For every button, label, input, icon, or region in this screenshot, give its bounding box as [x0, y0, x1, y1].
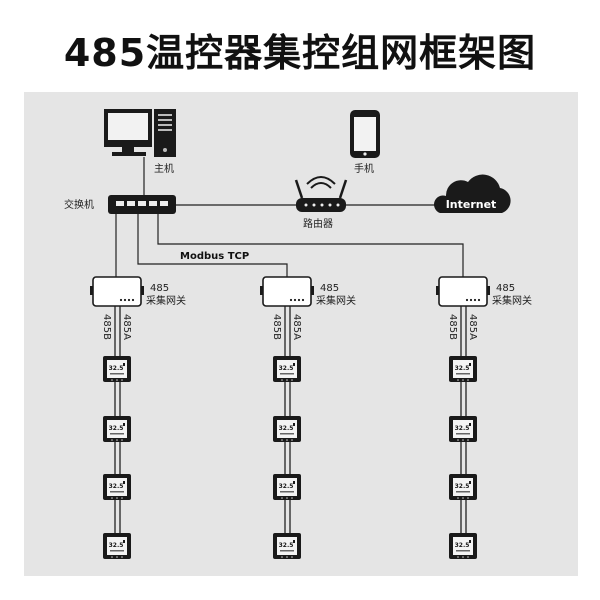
gateway-label-485: 485 — [150, 283, 169, 294]
internet-label: Internet — [446, 198, 497, 211]
network-diagram: 主机 手机 交换机 路由器 Internet Modbus TCP 485采集网… — [64, 109, 532, 559]
thermostat-reading: 32.5 — [455, 365, 470, 372]
bus-485b-label: 485B — [271, 314, 282, 340]
thermostat-reading: 32.5 — [279, 425, 294, 432]
thermostat-reading: 32.5 — [455, 542, 470, 549]
thermostat-icon: 32.5 — [273, 356, 301, 382]
gateway-icon — [436, 276, 490, 307]
phone-icon — [350, 110, 380, 158]
thermostat-reading: 32.5 — [109, 425, 124, 432]
thermostat-icon: 32.5 — [273, 533, 301, 559]
gateway-label-485: 485 — [496, 283, 515, 294]
thermostat-reading: 32.5 — [455, 483, 470, 490]
thermostat-icon: 32.5 — [449, 356, 477, 382]
router-icon — [294, 176, 348, 212]
gateway-label-485: 485 — [320, 283, 339, 294]
switch-icon — [108, 195, 176, 214]
thermostat-reading: 32.5 — [279, 365, 294, 372]
gateway-label-name: 采集网关 — [316, 294, 356, 307]
thermostat-icon: 32.5 — [449, 474, 477, 500]
thermostat-reading: 32.5 — [279, 542, 294, 549]
bus-485a-label: 485A — [291, 314, 302, 340]
switch-to-gateway-2-line — [137, 214, 288, 277]
gateway-icon — [260, 276, 314, 307]
phone-label: 手机 — [354, 162, 374, 175]
thermostat-icon: 32.5 — [273, 416, 301, 442]
host-label: 主机 — [154, 162, 174, 175]
gateway-label-name: 采集网关 — [146, 294, 186, 307]
internet-cloud-icon — [433, 174, 511, 213]
thermostat-reading: 32.5 — [455, 425, 470, 432]
switch-label: 交换机 — [64, 198, 94, 211]
bus-485a-label: 485A — [467, 314, 478, 340]
thermostat-reading: 32.5 — [109, 542, 124, 549]
thermostat-icon: 32.5 — [449, 533, 477, 559]
connections — [115, 157, 464, 277]
thermostat-reading: 32.5 — [109, 483, 124, 490]
thermostat-icon: 32.5 — [273, 474, 301, 500]
thermostat-icon: 32.5 — [103, 474, 131, 500]
router-label: 路由器 — [303, 217, 333, 230]
gateway-icon — [90, 276, 144, 307]
thermostat-reading: 32.5 — [279, 483, 294, 490]
modbus-tcp-label: Modbus TCP — [180, 251, 249, 262]
thermostat-icon: 32.5 — [103, 356, 131, 382]
bus-485b-label: 485B — [447, 314, 458, 340]
thermostat-reading: 32.5 — [109, 365, 124, 372]
bus-485a-label: 485A — [121, 314, 132, 340]
thermostat-icon: 32.5 — [449, 416, 477, 442]
thermostat-icon: 32.5 — [103, 533, 131, 559]
host-computer-icon — [104, 109, 176, 157]
bus-485b-label: 485B — [101, 314, 112, 340]
page-title: 485温控器集控组网框架图 — [63, 31, 537, 75]
switch-to-gateway-3-line — [157, 214, 464, 277]
thermostat-icon: 32.5 — [103, 416, 131, 442]
gateway-label-name: 采集网关 — [492, 294, 532, 307]
